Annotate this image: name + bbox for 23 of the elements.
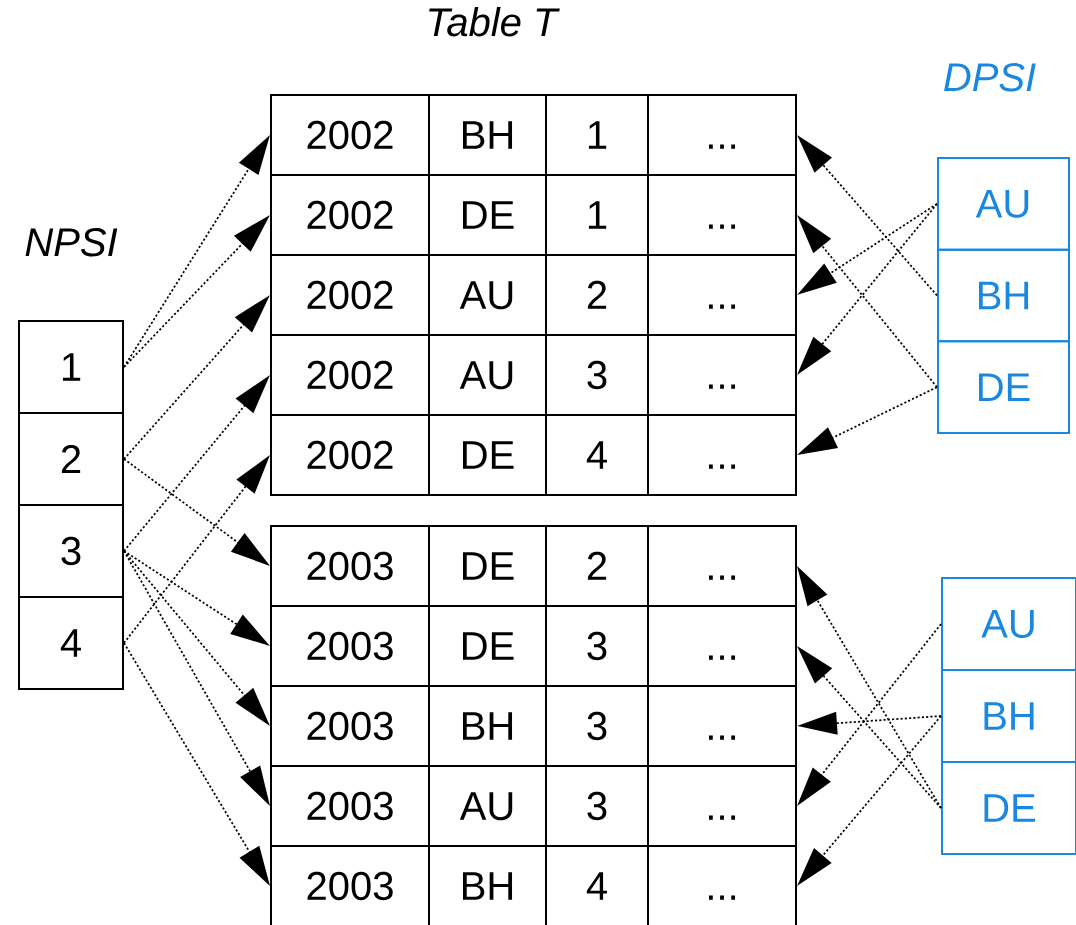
table-row: 2002 AU 2 ... (270, 254, 797, 336)
table-row: 2003 BH 3 ... (270, 685, 797, 767)
array-cell: 4 (18, 596, 124, 690)
table-row: 2002 AU 3 ... (270, 334, 797, 416)
table-row: 2002 DE 1 ... (270, 174, 797, 256)
array-cell: BH (941, 669, 1076, 763)
table-row: 2003 DE 3 ... (270, 605, 797, 687)
node-label: NPSI (25, 228, 118, 257)
node-label: Table T (429, 7, 560, 37)
table-row: 2003 AU 3 ... (270, 765, 797, 847)
array-cell: DE (937, 340, 1070, 434)
array-cell: 3 (18, 504, 124, 598)
array-cell: 2 (18, 412, 124, 506)
array-cell: AU (941, 577, 1076, 671)
table-row: 2003 DE 2 ... (270, 525, 797, 607)
array-cell: AU (937, 157, 1070, 251)
array-cell: BH (937, 248, 1070, 343)
array-cell: DE (941, 761, 1076, 855)
array-cell: 1 (18, 320, 124, 414)
table-row: 2002 BH 1 ... (270, 94, 797, 176)
table-row: 2003 BH 4 ... (270, 845, 797, 925)
node-label: DPSI (944, 63, 1036, 92)
table-row: 2002 DE 4 ... (270, 414, 797, 496)
